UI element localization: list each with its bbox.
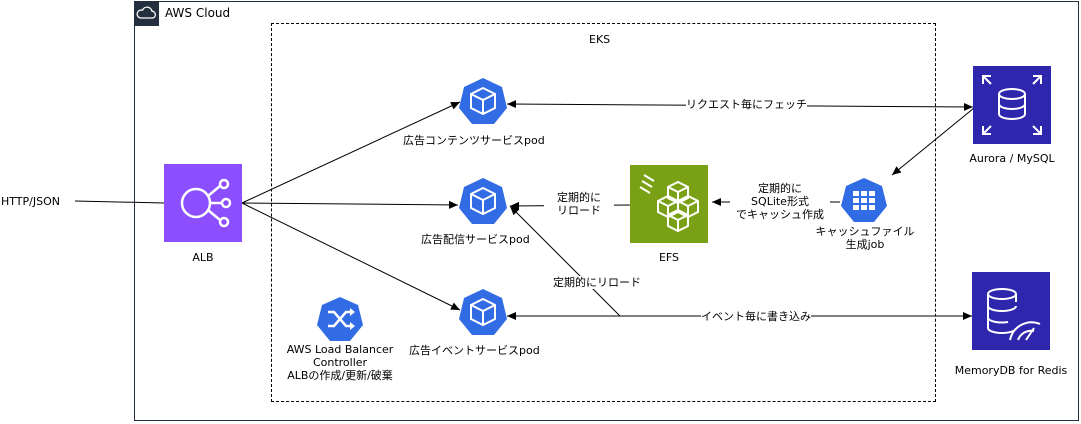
aws-cloud-title: AWS Cloud: [165, 6, 231, 20]
edge-alb-event: [241, 202, 461, 311]
aws-cloud-group: [134, 1, 1079, 421]
edge-label-fetch: リクエスト毎にフェッチ: [686, 98, 807, 111]
eks-cluster-group: [271, 23, 936, 402]
edge-label-reload-efs-2: リロード: [544, 204, 614, 217]
memorydb-label: MemoryDB for Redis: [954, 364, 1068, 377]
job-icon: [840, 177, 888, 223]
content-pod-icon: [458, 77, 508, 125]
client-label: HTTP/JSON: [1, 195, 60, 208]
memorydb-icon: [972, 272, 1050, 350]
event-pod-label: 広告イベントサービスpod: [409, 344, 540, 357]
edge-reload: [509, 205, 621, 317]
job-label-line1: キャッシュファイル: [815, 225, 915, 238]
lb-controller-line1: AWS Load Balancer: [286, 343, 394, 356]
edge-label-write: イベント毎に書き込み: [701, 310, 811, 323]
edge-label-cache-3: でキャッシュ作成: [730, 208, 830, 221]
edge-alb-delivery: [241, 200, 459, 209]
edge-label-cache-2: SQLite形式: [730, 195, 830, 208]
lb-controller-line2: Controller: [312, 356, 368, 369]
efs-icon: [630, 165, 708, 243]
cloud-icon: [134, 1, 159, 26]
delivery-pod-label: 広告配信サービスpod: [421, 233, 530, 246]
edge-label-reload: 定期的にリロード: [553, 276, 641, 289]
edge-aurora-job: [891, 107, 975, 176]
edge-label-reload-efs-1: 定期的に: [544, 191, 614, 204]
eks-title: EKS: [589, 33, 611, 46]
aurora-icon: [973, 66, 1051, 144]
lb-controller-line3: ALBの作成/更新/破棄: [287, 369, 393, 382]
aurora-label: Aurora / MySQL: [969, 152, 1055, 165]
edge-client-alb: [74, 200, 165, 204]
event-pod-icon: [458, 288, 508, 336]
content-pod-label: 広告コンテンツサービスpod: [403, 134, 545, 147]
lb-controller-icon: [316, 296, 364, 342]
edge-alb-content: [241, 101, 461, 204]
job-label-line2: 生成job: [845, 238, 885, 251]
alb-icon: [164, 164, 242, 242]
alb-label: ALB: [192, 251, 214, 264]
edge-label-cache-1: 定期的に: [730, 182, 830, 195]
delivery-pod-icon: [458, 177, 508, 225]
efs-label: EFS: [658, 251, 680, 264]
